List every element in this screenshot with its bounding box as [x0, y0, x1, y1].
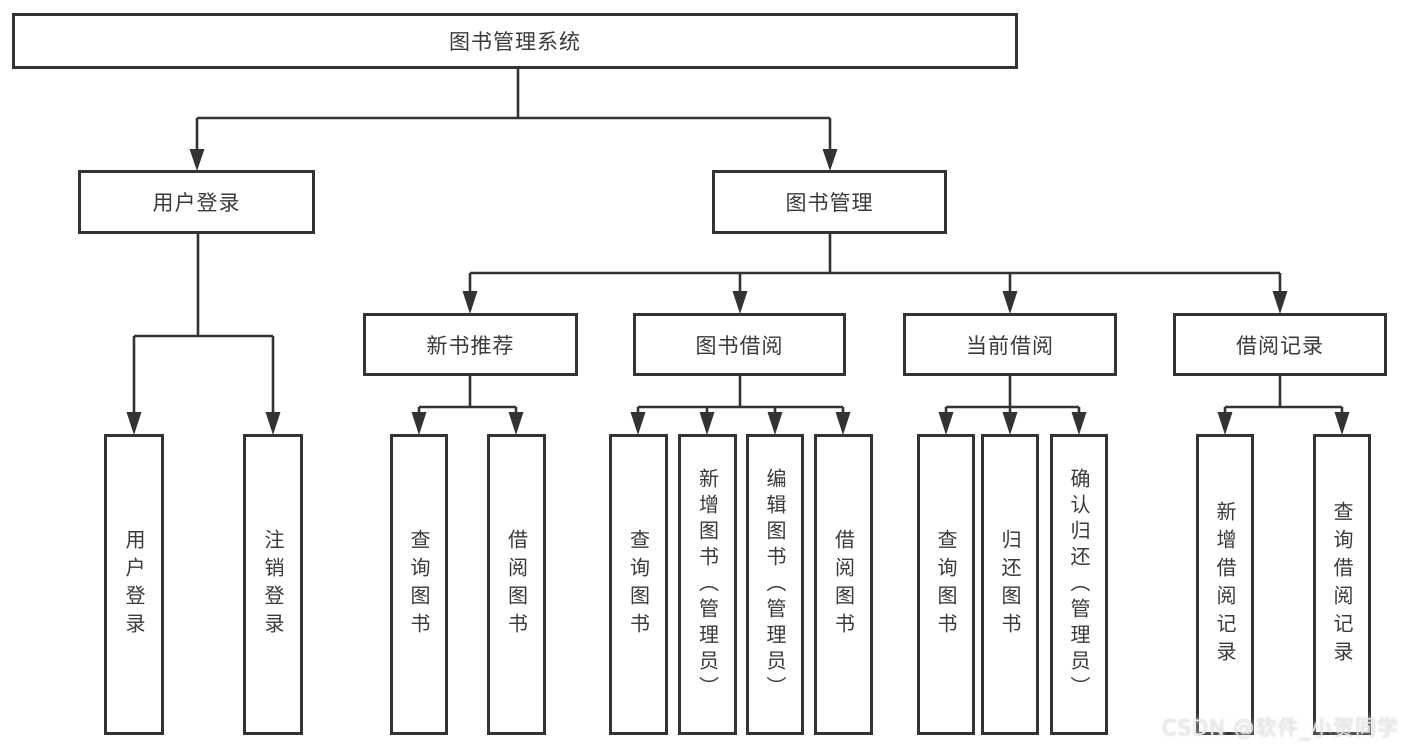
- node-label: 用户登录: [152, 191, 241, 215]
- node-label: 新增图书（管理员）: [695, 467, 720, 702]
- node-label: 图书管理: [785, 191, 874, 215]
- node-borrowing-records: 借阅记录: [1173, 313, 1387, 376]
- leaf-user-login: 用户登录: [104, 434, 164, 735]
- node-label: 归还图书: [998, 528, 1022, 641]
- connector-bookborrow-to-leaves: [630, 376, 851, 435]
- connector-root-to-level2: [189, 69, 838, 171]
- leaf-query-books-current: 查询图书: [917, 434, 975, 735]
- leaf-query-borrow-record: 查询借阅记录: [1313, 434, 1371, 735]
- node-label: 新增借阅记录: [1213, 500, 1237, 669]
- node-label: 查询图书: [407, 528, 431, 641]
- node-current-borrowing: 当前借阅: [903, 313, 1117, 376]
- node-label: 当前借阅: [966, 333, 1054, 358]
- connector-currentborrow-to-leaves: [938, 376, 1087, 435]
- node-label: 用户登录: [122, 528, 146, 641]
- node-label: 借阅图书: [504, 528, 529, 641]
- csdn-watermark: CSDN @软件_小贺同学: [1161, 716, 1399, 740]
- node-label: 确认归还（管理员）: [1067, 467, 1091, 702]
- node-label: 图书借阅: [695, 333, 784, 358]
- node-book-borrowing: 图书借阅: [633, 313, 846, 376]
- node-label: 新书推荐: [426, 333, 515, 358]
- node-label: 借阅记录: [1236, 333, 1324, 358]
- node-new-book-recommendation: 新书推荐: [363, 313, 578, 376]
- leaf-query-books-borrow: 查询图书: [609, 434, 668, 735]
- connector-borrowrecords-to-leaves: [1217, 376, 1350, 435]
- leaf-borrow-books: 借阅图书: [814, 434, 873, 735]
- leaf-edit-books-admin: 编辑图书（管理员）: [746, 434, 804, 735]
- node-label: 查询图书: [626, 528, 651, 641]
- node-label: 查询图书: [934, 528, 958, 641]
- node-label: 图书管理系统: [449, 30, 581, 54]
- leaf-add-borrow-record: 新增借阅记录: [1196, 434, 1254, 735]
- node-book-management: 图书管理: [712, 170, 947, 234]
- leaf-return-books: 归还图书: [981, 434, 1039, 735]
- leaf-borrow-books-newbooks: 借阅图书: [487, 434, 546, 735]
- node-label: 编辑图书（管理员）: [763, 467, 787, 702]
- leaf-query-books-newbooks: 查询图书: [390, 434, 448, 735]
- leaf-add-books-admin: 新增图书（管理员）: [678, 434, 737, 735]
- connector-newbooks-to-leaves: [411, 376, 524, 435]
- node-label: 注销登录: [261, 528, 285, 641]
- leaf-logout: 注销登录: [243, 434, 303, 735]
- node-user-login: 用户登录: [78, 170, 315, 234]
- node-label: 查询借阅记录: [1330, 500, 1354, 669]
- connector-userlogin-to-leaves: [126, 234, 281, 435]
- node-label: 借阅图书: [831, 528, 856, 641]
- node-root-library-management-system: 图书管理系统: [12, 13, 1018, 69]
- connector-bookmgmt-to-level3: [462, 234, 1288, 314]
- leaf-confirm-return-admin: 确认归还（管理员）: [1050, 434, 1108, 735]
